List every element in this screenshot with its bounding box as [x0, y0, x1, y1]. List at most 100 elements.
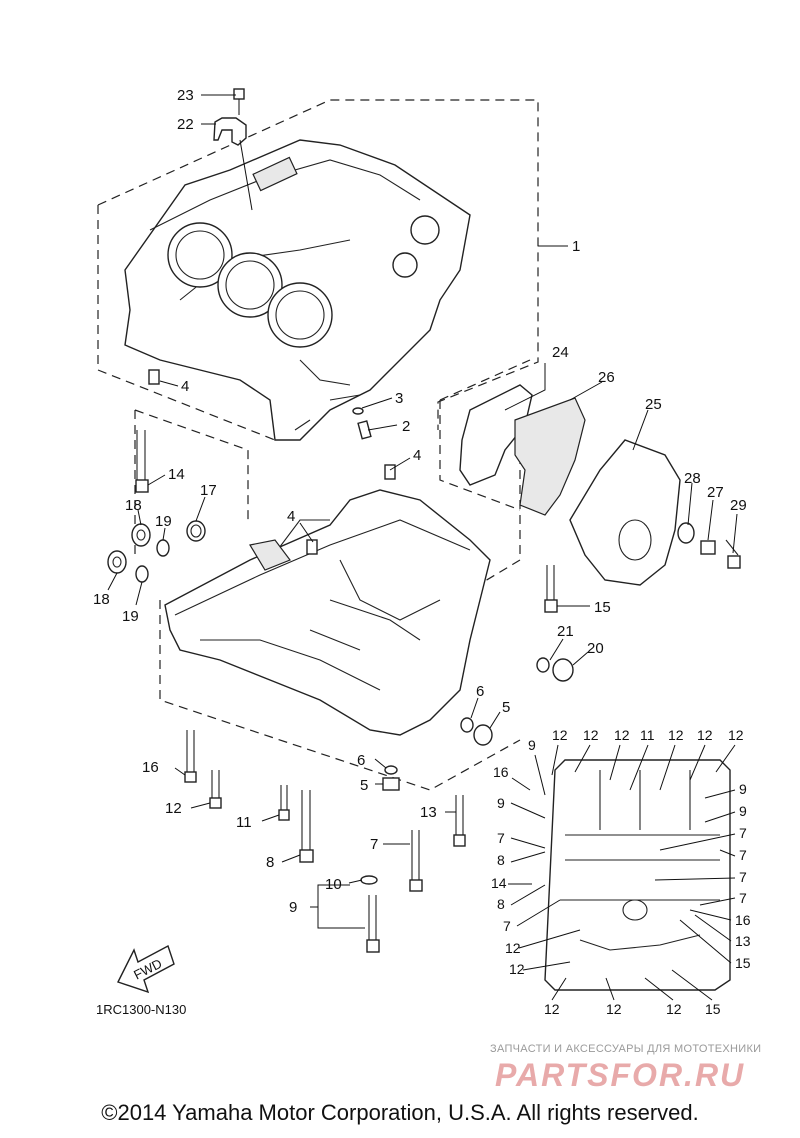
callout-25: 25: [645, 396, 662, 413]
bolt-11: [278, 785, 290, 821]
callout-15: 15: [594, 599, 611, 616]
callout-16: 16: [142, 759, 159, 776]
plug-5: [382, 777, 400, 791]
callout-18-a: 18: [125, 497, 142, 514]
plug-20: [552, 658, 574, 682]
inset-callout-top-6: 12: [697, 727, 713, 743]
cover-24: [459, 384, 533, 486]
callout-26: 26: [598, 369, 615, 386]
clip-17: [186, 520, 206, 542]
bolt-7: [409, 830, 423, 892]
callout-9: 9: [289, 899, 297, 916]
callout-1: 1: [572, 238, 580, 255]
callout-14: 14: [168, 466, 185, 483]
bracket-22: [213, 117, 253, 211]
washer-10: [360, 875, 378, 885]
bolt-29: [725, 539, 741, 569]
o-ring-21: [536, 657, 550, 673]
inset-callout-top-1: 12: [552, 727, 568, 743]
callout-6-lower: 6: [357, 752, 365, 769]
inset-callout-left-1: 16: [493, 764, 509, 780]
inset-callout-top-3: 12: [614, 727, 630, 743]
callout-4-upper: 4: [181, 378, 189, 395]
inset-callout-left-6: 8: [497, 896, 505, 912]
callout-24: 24: [552, 344, 569, 361]
callout-19-b: 19: [122, 608, 139, 625]
cover-group-outline: [439, 359, 531, 511]
o-ring-6-right: [460, 717, 474, 733]
gasket-26: [514, 397, 586, 516]
inset-callout-right-3: 7: [739, 825, 747, 841]
callout-29: 29: [730, 497, 747, 514]
callout-5-right: 5: [502, 699, 510, 716]
watermark-logo: PARTSFOR.RU: [495, 1057, 746, 1093]
inset-callout-bottom-2: 12: [606, 1001, 622, 1017]
inset-callout-top-5: 12: [668, 727, 684, 743]
inset-callout-left-7: 7: [503, 918, 511, 934]
inset-callout-top-2: 12: [583, 727, 599, 743]
inset-callout-top-7: 12: [728, 727, 744, 743]
bolt-23: [233, 88, 245, 115]
inset-callout-bottom-1: 12: [544, 1001, 560, 1017]
inset-callout-bottom-3: 12: [666, 1001, 682, 1017]
callout-17: 17: [200, 482, 217, 499]
bolt-12-left: [209, 770, 222, 809]
bolt-13: [453, 795, 466, 847]
inset-callout-right-6: 7: [739, 890, 747, 906]
callout-12: 12: [165, 800, 182, 817]
callout-4-lower-b: 4: [413, 447, 421, 464]
oil-seal-18-b: [107, 550, 127, 574]
dowel-pin-4-lower-a: [306, 539, 318, 555]
o-ring-3: [352, 407, 364, 415]
callout-19-a: 19: [155, 513, 172, 530]
dowel-pin-4-upper: [148, 369, 160, 385]
copyright-footer: ©2014 Yamaha Motor Corporation, U.S.A. A…: [101, 1100, 699, 1125]
diagram-code: 1RC1300-N130: [96, 1002, 186, 1017]
inset-callout-right-1: 9: [739, 781, 747, 797]
collar-27: [700, 540, 716, 555]
callout-4-lower-a: 4: [287, 508, 295, 525]
inset-callout-left-8: 12: [505, 940, 521, 956]
inset-callout-top-4: 11: [640, 727, 655, 743]
callout-22: 22: [177, 116, 194, 133]
callout-5-lower: 5: [360, 777, 368, 794]
lower-crankcase-group-outline: [134, 409, 521, 791]
inset-callout-left-2: 9: [497, 795, 505, 811]
fwd-arrow: [117, 944, 175, 994]
inset-callout-right-2: 9: [739, 803, 747, 819]
upper-crankcase-group-outline: [97, 99, 539, 441]
callout-11: 11: [236, 814, 252, 831]
o-ring-19-a: [156, 539, 170, 557]
seal-28: [677, 522, 695, 544]
bolt-15-right: [544, 565, 558, 613]
o-ring-19-b: [135, 565, 149, 583]
callout-21: 21: [557, 623, 574, 640]
inset-callout-right-8: 13: [735, 933, 751, 949]
lower-crankcase: [164, 489, 491, 736]
inset-callout-left-3: 7: [497, 830, 505, 846]
callout-6-right: 6: [476, 683, 484, 700]
callout-8: 8: [266, 854, 274, 871]
oil-seal-18-a: [131, 523, 151, 547]
inset-callout-left-9: 12: [509, 961, 525, 977]
callout-7: 7: [370, 836, 378, 853]
inset-callout-right-9: 15: [735, 955, 751, 971]
inset-bottom-view: [544, 759, 731, 991]
callout-10: 10: [325, 876, 342, 893]
inset-callout-right-5: 7: [739, 869, 747, 885]
callout-27: 27: [707, 484, 724, 501]
callout-23: 23: [177, 87, 194, 104]
callout-13: 13: [420, 804, 437, 821]
bolt-9: [366, 895, 380, 953]
cover-25: [569, 439, 681, 586]
dowel-pin-4-lower-b: [384, 464, 396, 480]
callout-20: 20: [587, 640, 604, 657]
plug-5-right: [473, 724, 493, 746]
plug-2: [357, 420, 372, 440]
bolt-14-long: [135, 430, 149, 493]
inset-callout-left-5: 14: [491, 875, 507, 891]
callout-18-b: 18: [93, 591, 110, 608]
upper-crankcase: [124, 139, 471, 441]
inset-callout-bottom-4: 15: [705, 1001, 721, 1017]
